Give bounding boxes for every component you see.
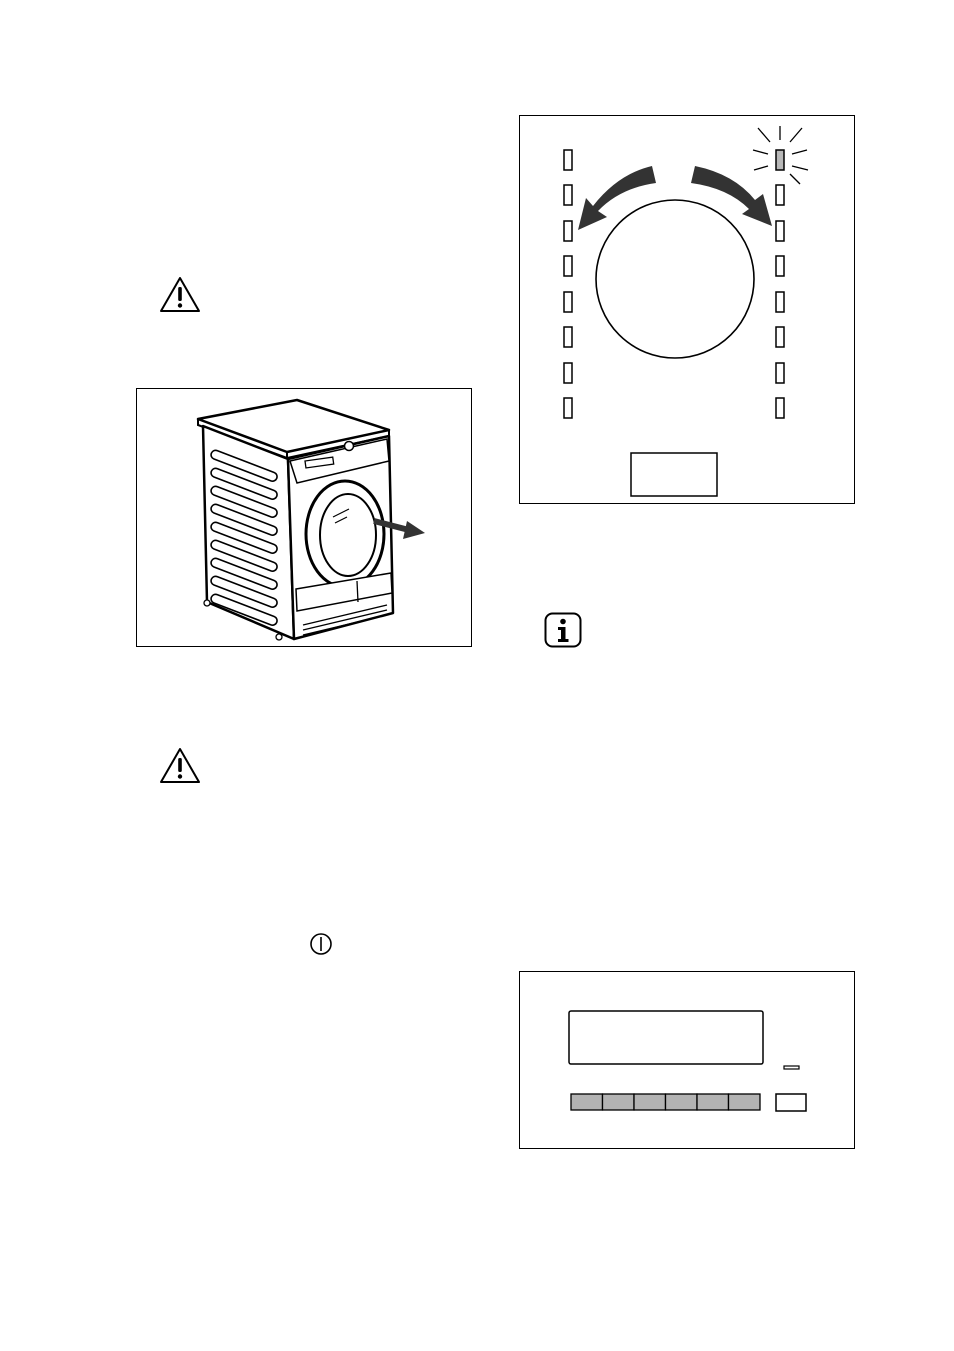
power-icon bbox=[309, 932, 333, 956]
info-icon bbox=[544, 612, 582, 648]
button-row bbox=[571, 1094, 760, 1110]
warning-triangle-icon bbox=[159, 747, 201, 785]
status-led bbox=[784, 1066, 799, 1069]
dryer-door-illustration bbox=[136, 388, 472, 647]
programme-dial-illustration bbox=[519, 115, 855, 504]
left-indicators bbox=[564, 150, 572, 418]
right-indicators bbox=[776, 150, 784, 418]
display-panel-illustration bbox=[519, 971, 855, 1149]
start-button bbox=[776, 1094, 806, 1111]
display-screen bbox=[569, 1011, 763, 1064]
warning-triangle-icon bbox=[159, 276, 201, 314]
